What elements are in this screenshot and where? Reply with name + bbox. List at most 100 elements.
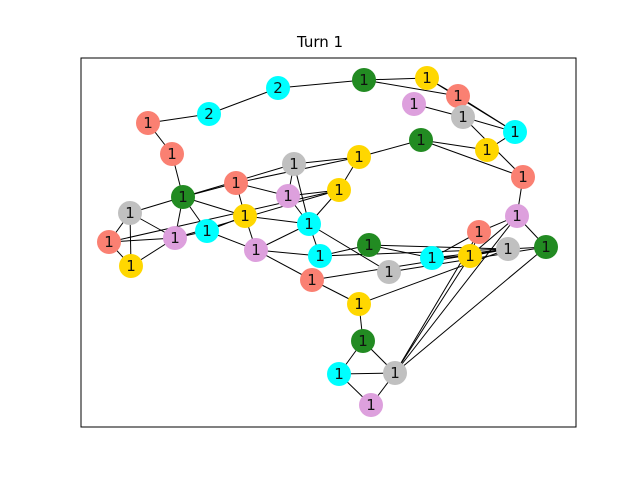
graph-node: 1	[383, 361, 407, 385]
node-circle	[244, 238, 268, 262]
node-label: 1	[482, 141, 492, 159]
node-label: 1	[178, 188, 188, 206]
node-label: 1	[304, 215, 314, 233]
node-label: 1	[512, 207, 522, 225]
graph-node: 1	[276, 184, 300, 208]
graph-node: 1	[282, 152, 306, 176]
graph-node: 1	[351, 329, 375, 353]
node-label: 1	[458, 108, 468, 126]
graph-node: 1	[97, 230, 121, 254]
node-circle	[327, 178, 351, 202]
node-label: 1	[366, 396, 376, 414]
graph-node: 1	[244, 238, 268, 262]
graph-node: 1	[503, 120, 527, 144]
graph-edge	[394, 246, 547, 374]
graph-edge	[108, 189, 340, 243]
node-circle	[446, 84, 470, 108]
node-circle	[505, 204, 529, 228]
node-label: 1	[409, 95, 419, 113]
graph-node: 1	[446, 84, 470, 108]
node-label: 1	[422, 69, 432, 87]
node-circle	[383, 361, 407, 385]
node-circle	[118, 201, 142, 225]
node-circle	[233, 204, 257, 228]
node-label: 1	[283, 187, 293, 205]
node-label: 1	[126, 257, 136, 275]
node-circle	[195, 219, 219, 243]
node-circle	[297, 212, 321, 236]
graph-node: 2	[266, 76, 290, 100]
node-circle	[357, 233, 381, 257]
graph-node: 1	[327, 362, 351, 386]
node-circle	[511, 165, 535, 189]
graph-edge	[394, 255, 471, 374]
node-circle	[308, 244, 332, 268]
node-circle	[97, 230, 121, 254]
graph-node: 1	[357, 233, 381, 257]
graph-node: 1	[300, 268, 324, 292]
node-label: 1	[416, 131, 426, 149]
node-circle	[458, 244, 482, 268]
node-circle	[163, 226, 187, 250]
node-circle	[377, 260, 401, 284]
graph-node: 1	[496, 237, 520, 261]
node-label: 1	[474, 223, 484, 241]
node-label: 1	[390, 364, 400, 382]
graph-edge	[208, 87, 279, 115]
node-label: 1	[334, 365, 344, 383]
node-circle	[352, 68, 376, 92]
node-label: 1	[315, 247, 325, 265]
graph-node: 1	[347, 145, 371, 169]
node-circle	[136, 111, 160, 135]
graph-node: 1	[308, 244, 332, 268]
graph-edge	[308, 223, 390, 273]
graph-node: 1	[402, 92, 426, 116]
node-label: 1	[465, 247, 475, 265]
node-label: 1	[427, 249, 437, 267]
node-label: 1	[104, 233, 114, 251]
node-circle	[451, 105, 475, 129]
node-label: 2	[204, 105, 214, 123]
node-circle	[503, 120, 527, 144]
node-label: 1	[354, 295, 364, 313]
node-circle	[409, 128, 433, 152]
graph-node: 1	[163, 226, 187, 250]
graph-node: 1	[409, 128, 433, 152]
node-label: 1	[202, 222, 212, 240]
node-circle	[347, 292, 371, 316]
node-circle	[171, 185, 195, 209]
plot-frame	[80, 57, 577, 428]
graph-node: 1	[415, 66, 439, 90]
graph-node: 1	[377, 260, 401, 284]
node-circle	[496, 237, 520, 261]
node-label: 1	[170, 229, 180, 247]
graph-node: 1	[451, 105, 475, 129]
graph-node: 1	[233, 204, 257, 228]
graph-edge	[363, 79, 459, 97]
node-circle	[282, 152, 306, 176]
graph-node: 1	[347, 292, 371, 316]
node-label: 1	[125, 204, 135, 222]
node-label: 1	[334, 181, 344, 199]
node-label: 1	[143, 114, 153, 132]
node-label: 1	[541, 238, 551, 256]
node-circle	[359, 393, 383, 417]
node-label: 1	[384, 263, 394, 281]
node-label: 1	[503, 240, 513, 258]
graph-node: 1	[297, 212, 321, 236]
node-circle	[327, 362, 351, 386]
graph-node: 1	[119, 254, 143, 278]
graph-node: 1	[458, 244, 482, 268]
node-label: 1	[289, 155, 299, 173]
node-label: 1	[167, 145, 177, 163]
graph-edge	[277, 79, 365, 89]
graph-node: 1	[467, 220, 491, 244]
node-label: 1	[510, 123, 520, 141]
node-label: 1	[231, 174, 241, 192]
graph-node: 1	[327, 178, 351, 202]
graph-node: 1	[195, 219, 219, 243]
node-circle	[276, 184, 300, 208]
node-circle	[160, 142, 184, 166]
